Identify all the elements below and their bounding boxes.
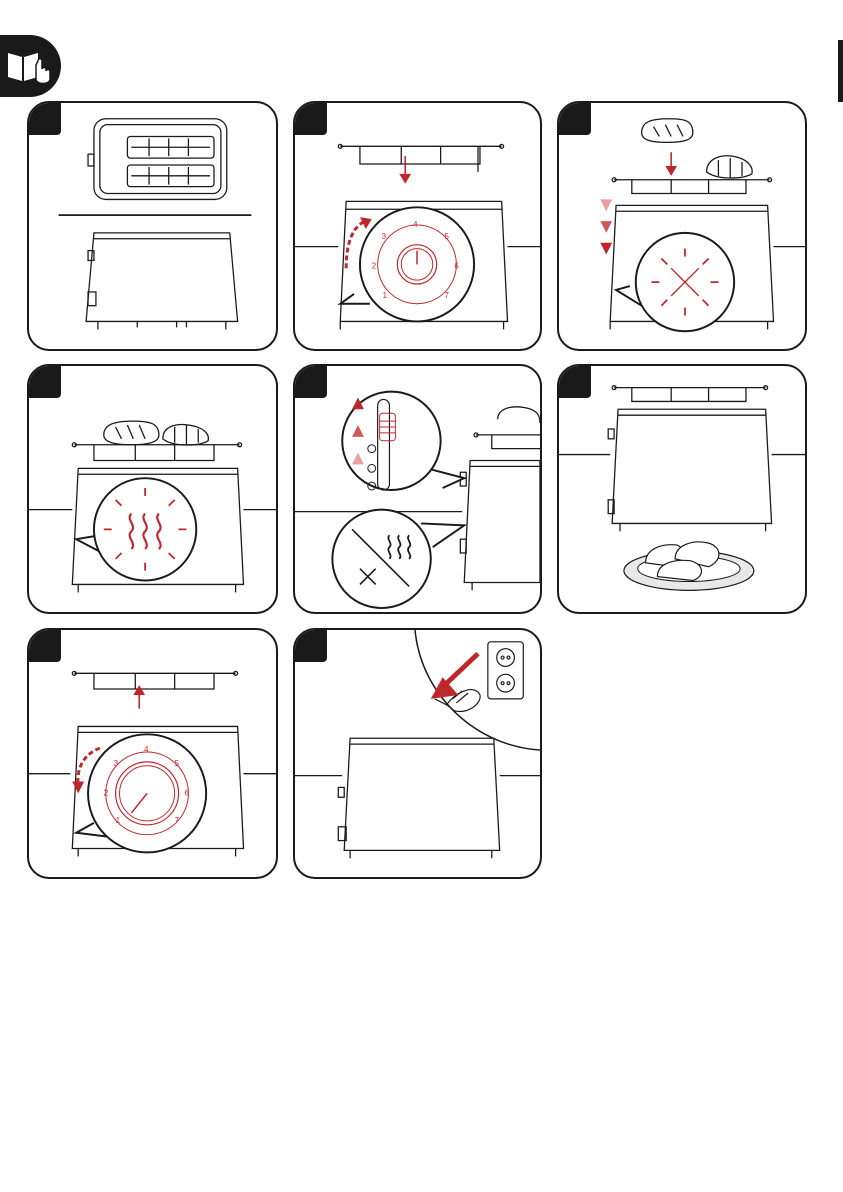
- dial-mark-6: 6: [184, 788, 189, 797]
- dial-mark-4: 4: [144, 745, 149, 754]
- step-panel-8: [293, 628, 542, 879]
- step-panel-5: [293, 364, 542, 614]
- dial-mark-5: 5: [445, 232, 450, 241]
- bread-loaf-icon: [498, 407, 540, 423]
- step-panel-2: 1 2 3 4 5 6 7: [293, 101, 542, 351]
- dial-mark-3: 3: [114, 759, 119, 768]
- read-manual-icon: [0, 35, 62, 97]
- plate-with-toast: [624, 542, 754, 590]
- toast-served-illustration: [559, 366, 805, 612]
- step-panel-1: [27, 101, 278, 351]
- heat-magnifier: [76, 478, 196, 580]
- dial-mark-1: 1: [383, 291, 387, 300]
- toaster-top-and-side-illustration: [29, 103, 276, 349]
- toaster-insert-bread-illustration: [559, 103, 805, 349]
- bread-loaf-icon: [642, 119, 693, 143]
- dial-mark-7: 7: [445, 291, 449, 300]
- toaster-heating-illustration: [29, 366, 276, 612]
- step-panel-7: 1 2 3 4 5 6 7: [27, 628, 278, 879]
- toaster-dial-reset-illustration: 1 2 3 4 5 6 7: [29, 630, 276, 877]
- toaster-controls-illustration: [295, 366, 540, 612]
- dial-magnifier: 1 2 3 4 5 6 7: [76, 734, 206, 852]
- dial-mark-3: 3: [382, 232, 387, 241]
- toaster-unplug-illustration: [295, 630, 540, 877]
- croissant-icon: [163, 425, 209, 445]
- step-panel-4: [27, 364, 278, 614]
- cancel-magnifier: [332, 510, 464, 608]
- wall-socket-icon: [488, 642, 523, 699]
- dial-mark-2: 2: [372, 261, 376, 270]
- step-panel-3: [557, 101, 807, 351]
- buttons-magnifier: [342, 392, 464, 490]
- dial-mark-5: 5: [175, 759, 180, 768]
- dial-mark-6: 6: [454, 261, 459, 270]
- dial-mark-7: 7: [175, 816, 179, 825]
- toaster-dial-setting-illustration: 1 2 3 4 5 6 7: [295, 103, 540, 349]
- dial-mark-4: 4: [413, 220, 418, 229]
- dial-mark-2: 2: [104, 788, 108, 797]
- dial-mark-1: 1: [116, 816, 120, 825]
- turn-arrow-icon: [72, 782, 84, 794]
- buzz-magnifier: [616, 233, 734, 331]
- croissant-icon: [707, 156, 753, 178]
- step-panel-6: [557, 364, 807, 614]
- page-edge-mark: [838, 40, 843, 102]
